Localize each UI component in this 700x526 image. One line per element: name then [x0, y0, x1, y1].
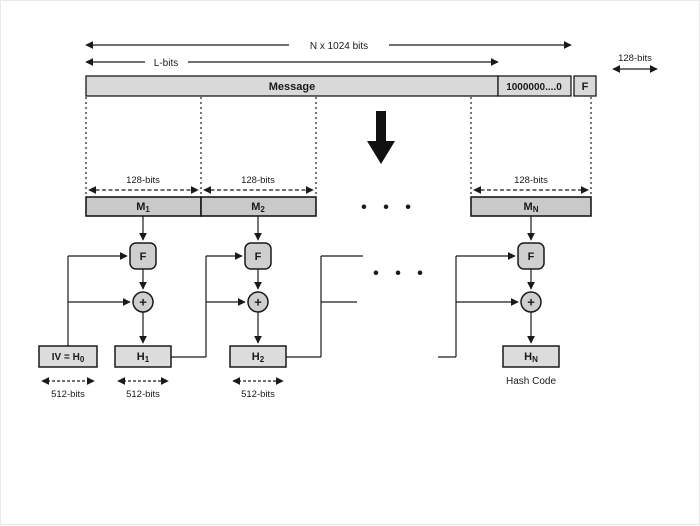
block-m1-label: M1 — [136, 201, 150, 214]
iv-box — [38, 345, 98, 368]
block-width-labels: 128-bits 128-bits 128-bits — [88, 175, 589, 194]
xor-label: + — [527, 295, 535, 310]
blocks-ellipsis: • • • — [361, 199, 417, 216]
message-blocks: M1 M2 MN • • • — [85, 196, 592, 217]
round-1: F + H1 — [114, 216, 172, 368]
padding-label: 1000000....0 — [506, 82, 562, 93]
state-width-label: 512-bits — [241, 389, 275, 400]
f-function-label: F — [255, 251, 262, 263]
h1-label: H1 — [137, 351, 150, 364]
hn-label: HN — [524, 351, 538, 364]
hash-code-label: Hash Code — [506, 376, 556, 387]
top-dimension-arrows: N x 1024 bits L-bits 128-bits — [85, 41, 658, 73]
block-width-label: 128-bits — [126, 175, 160, 186]
round-n: F + HN — [502, 216, 560, 368]
state-width-label: 512-bits — [126, 389, 160, 400]
padding-segment — [497, 75, 572, 97]
length-field-segment — [573, 75, 597, 97]
split-down-arrow — [367, 111, 395, 164]
total-width-label: N x 1024 bits — [310, 41, 368, 52]
iv-label: IV = H0 — [52, 352, 85, 364]
l-bits-label: L-bits — [154, 58, 178, 69]
block-m2-label: M2 — [251, 201, 265, 214]
block-width-label: 128-bits — [514, 175, 548, 186]
f-function-label: F — [528, 251, 535, 263]
f-function-label: F — [140, 251, 147, 263]
message-bar: Message 1000000....0 F — [85, 75, 597, 97]
message-label: Message — [269, 81, 315, 93]
xor-label: + — [254, 295, 262, 310]
block-mn-label: MN — [524, 201, 539, 214]
xor-label: + — [139, 295, 147, 310]
chaining-lines — [67, 252, 519, 358]
length-field-bits-label: 128-bits — [618, 53, 652, 64]
state-width-label: 512-bits — [51, 389, 85, 400]
iv-box-group: IV = H0 — [38, 345, 98, 368]
block-width-label: 128-bits — [241, 175, 275, 186]
length-field-label: F — [582, 81, 589, 93]
hn-box — [502, 345, 560, 368]
block-split-guides — [85, 97, 592, 195]
rounds-ellipsis: • • • — [373, 265, 429, 282]
state-width-labels: 512-bits 512-bits 512-bits Hash Code — [41, 376, 556, 400]
round-2: F + H2 — [229, 216, 287, 368]
h2-label: H2 — [252, 351, 265, 364]
